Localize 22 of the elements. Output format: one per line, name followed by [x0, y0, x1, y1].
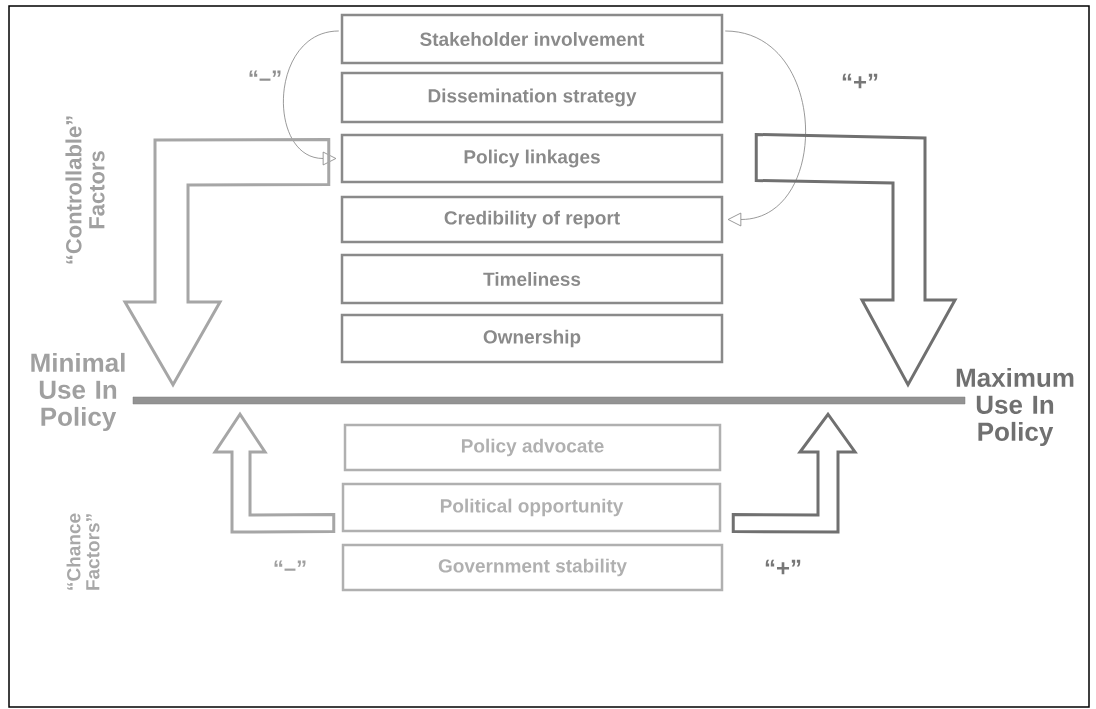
end-label: Maximum Use In Policy	[956, 367, 1074, 447]
factor-box: Policy advocate	[343, 423, 722, 472]
sign-label: “–”	[249, 70, 281, 81]
factor-box: Timeliness	[340, 253, 724, 305]
block-arrow	[731, 411, 858, 534]
curved-arrow	[283, 30, 340, 166]
axis-label: “Controllable” Factors	[65, 116, 105, 264]
sign-label: “+”	[765, 559, 801, 575]
axis-label: “Chance Factors”	[66, 513, 100, 590]
block-arrow	[212, 411, 336, 534]
factor-box: Ownership	[340, 313, 724, 364]
block-arrow	[122, 138, 331, 388]
factor-box: Government stability	[341, 543, 724, 592]
continuum-bar	[132, 396, 966, 405]
curved-arrow	[724, 30, 806, 227]
sign-label: “–”	[274, 560, 306, 571]
factor-box: Political opportunity	[341, 482, 722, 533]
factor-box: Policy linkages	[340, 133, 724, 184]
factor-box: Stakeholder involvement	[340, 13, 724, 65]
sign-label: “+”	[842, 73, 878, 89]
factor-box: Credibility of report	[340, 195, 724, 244]
factor-box: Dissemination strategy	[340, 71, 724, 124]
